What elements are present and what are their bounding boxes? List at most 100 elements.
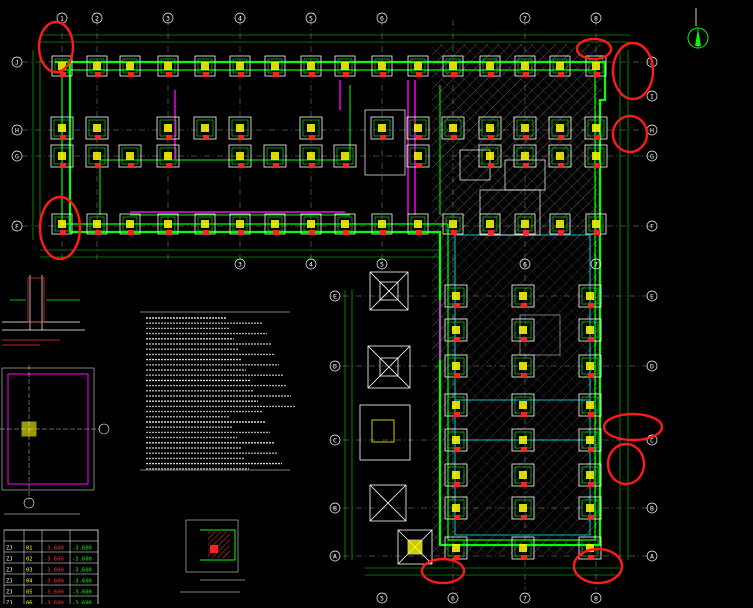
grid-bubble-label: F	[15, 223, 19, 231]
pile-table-cell: ZJ	[6, 601, 13, 605]
review-mark	[575, 37, 613, 61]
pile-table-cell: 06	[26, 601, 33, 605]
grid-bubble-label: F	[650, 223, 654, 231]
grid-bubble: B	[329, 502, 341, 514]
grid-bubble: H	[11, 124, 23, 136]
column-footing	[194, 55, 216, 77]
pile-table-cell: 01	[26, 546, 33, 552]
column-footing	[50, 144, 74, 168]
grid-bubble-label: B	[333, 505, 337, 513]
column-footing	[548, 116, 572, 140]
pile-table-cell: 02	[26, 557, 33, 563]
grid-bubble-label: D	[333, 363, 337, 371]
column-footing	[406, 116, 430, 140]
column-footing	[370, 116, 394, 140]
detail-pile-section	[180, 519, 245, 593]
column-footing	[85, 144, 109, 168]
grid-bubble: 4	[234, 12, 246, 24]
column-footing	[478, 116, 502, 140]
review-mark	[37, 20, 75, 74]
detail-footing-plan	[0, 365, 110, 515]
pile-table-cell: -3.600	[44, 579, 64, 585]
grid-bubble-label: 5	[380, 595, 384, 603]
pile-table-cell: -3.600	[44, 568, 64, 574]
column-footing	[511, 536, 535, 560]
column-footing	[511, 393, 535, 417]
grid-bubble-label: 8	[594, 595, 598, 603]
general-notes-block	[140, 311, 295, 471]
review-mark	[572, 547, 624, 585]
column-footing	[50, 116, 74, 140]
column-footing	[513, 116, 537, 140]
column-footing	[514, 55, 536, 77]
column-footing	[511, 428, 535, 452]
column-footing	[263, 144, 287, 168]
grid-bubble-label: 7	[523, 15, 527, 23]
grid-bubble: E	[329, 290, 341, 302]
column-footing	[578, 463, 602, 487]
column-footing	[548, 144, 572, 168]
grid-bubble: F	[646, 220, 658, 232]
pile-table-cell: 05	[26, 590, 33, 596]
grid-bubble: I	[646, 90, 658, 102]
pile-table-cell: -3.600	[44, 590, 64, 596]
grid-bubble-label: 6	[380, 15, 384, 23]
column-footing	[441, 116, 465, 140]
grid-bubble-label: A	[333, 553, 337, 561]
grid-bubble-label: D	[650, 363, 654, 371]
grid-bubble-label: B	[650, 505, 654, 513]
grid-bubble-label: 7	[523, 595, 527, 603]
column-footing	[118, 144, 142, 168]
grid-bubble: G	[646, 150, 658, 162]
column-footing	[442, 213, 464, 235]
grid-bubble-label: 7	[594, 261, 598, 269]
grid-bubble-label: E	[650, 293, 654, 301]
column-footing	[156, 116, 180, 140]
pile-table-cell: -3.600	[44, 601, 64, 605]
column-footing	[86, 55, 108, 77]
column-footing	[585, 213, 607, 235]
column-footing	[584, 144, 608, 168]
column-footing	[444, 393, 468, 417]
pile-table-cell: -3.600	[72, 601, 92, 605]
grid-bubble: A	[646, 550, 658, 562]
grid-bubble: 7	[519, 12, 531, 24]
column-footing	[51, 213, 73, 235]
grid-bubble-label: G	[650, 153, 654, 161]
column-footing	[578, 284, 602, 308]
column-footing	[407, 55, 429, 77]
column-footing	[229, 55, 251, 77]
column-footing	[119, 55, 141, 77]
column-footing	[228, 144, 252, 168]
column-footing	[229, 213, 251, 235]
north-arrow-icon	[687, 8, 709, 49]
pile-table-cell: ZJ	[6, 568, 13, 574]
column-footing	[511, 496, 535, 520]
pile-table-cell: 03	[26, 568, 33, 574]
grid-bubble-label: I	[650, 93, 654, 101]
column-footing	[156, 144, 180, 168]
grid-bubble: E	[646, 290, 658, 302]
column-footing	[511, 284, 535, 308]
column-footing	[406, 144, 430, 168]
column-footing	[85, 116, 109, 140]
grid-axis-lines	[22, 20, 650, 590]
review-mark	[38, 195, 82, 261]
column-footing	[578, 428, 602, 452]
column-footing	[157, 55, 179, 77]
review-mark	[606, 442, 646, 486]
column-footing	[511, 354, 535, 378]
grid-bubble-label: E	[333, 293, 337, 301]
column-footing	[334, 213, 356, 235]
grid-bubble: D	[646, 360, 658, 372]
column-footing	[444, 536, 468, 560]
column-footing	[514, 213, 536, 235]
grid-bubble: 5	[376, 592, 388, 604]
grid-bubble: B	[646, 502, 658, 514]
review-mark	[611, 41, 655, 101]
grid-bubble-label: A	[650, 553, 654, 561]
grid-bubble-label: 8	[594, 15, 598, 23]
column-footing	[119, 213, 141, 235]
grid-bubble-label: H	[15, 127, 19, 135]
